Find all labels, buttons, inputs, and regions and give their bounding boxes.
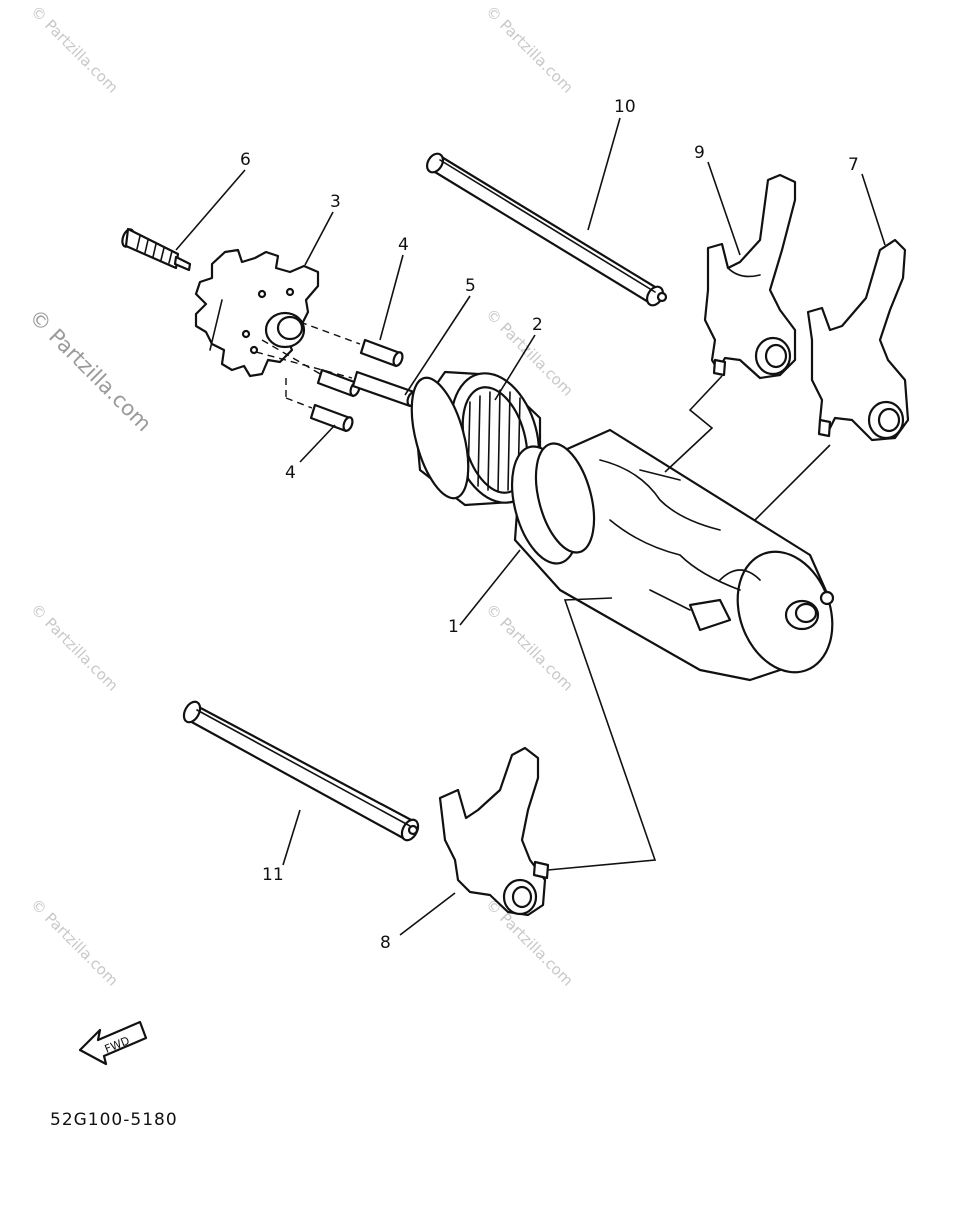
watermark: © Partzilla.com: [27, 600, 122, 695]
part-9-fork: [703, 173, 797, 380]
callout-11: 11: [262, 865, 284, 885]
fwd-arrow: FWD: [78, 1020, 148, 1066]
callout-4-top: 4: [398, 235, 409, 255]
watermark: © Partzilla.com: [482, 600, 577, 695]
watermark: © Partzilla.com: [27, 2, 122, 97]
callout-6: 6: [240, 150, 251, 170]
callout-1: 1: [448, 617, 459, 637]
part-11-shaft: [182, 700, 420, 842]
watermark: © Partzilla.com: [27, 895, 122, 990]
part-1-shift-cam: [511, 428, 835, 682]
callout-2: 2: [532, 315, 543, 335]
watermark-main: © Partzilla.com: [24, 305, 156, 437]
watermark: © Partzilla.com: [482, 2, 577, 97]
part-8-fork: [438, 746, 550, 917]
callout-9: 9: [694, 143, 705, 163]
callout-3: 3: [330, 192, 341, 212]
diagram-code: 52G100-5180: [50, 1110, 178, 1130]
part-6-screw: [121, 227, 192, 272]
callout-5: 5: [465, 276, 476, 296]
leader-lines: [175, 117, 886, 936]
part-10-shaft: [425, 152, 668, 307]
callout-10: 10: [614, 97, 636, 117]
callout-8: 8: [380, 933, 391, 953]
callouts: 10 9 7 6 3 4 5 2 4 1 11 8: [240, 97, 859, 953]
part-7-fork: [806, 238, 910, 442]
part-4-5-pins: [255, 321, 418, 433]
part-3-segment: [194, 248, 320, 378]
callout-4-bottom: 4: [285, 463, 296, 483]
callout-7: 7: [848, 155, 859, 175]
